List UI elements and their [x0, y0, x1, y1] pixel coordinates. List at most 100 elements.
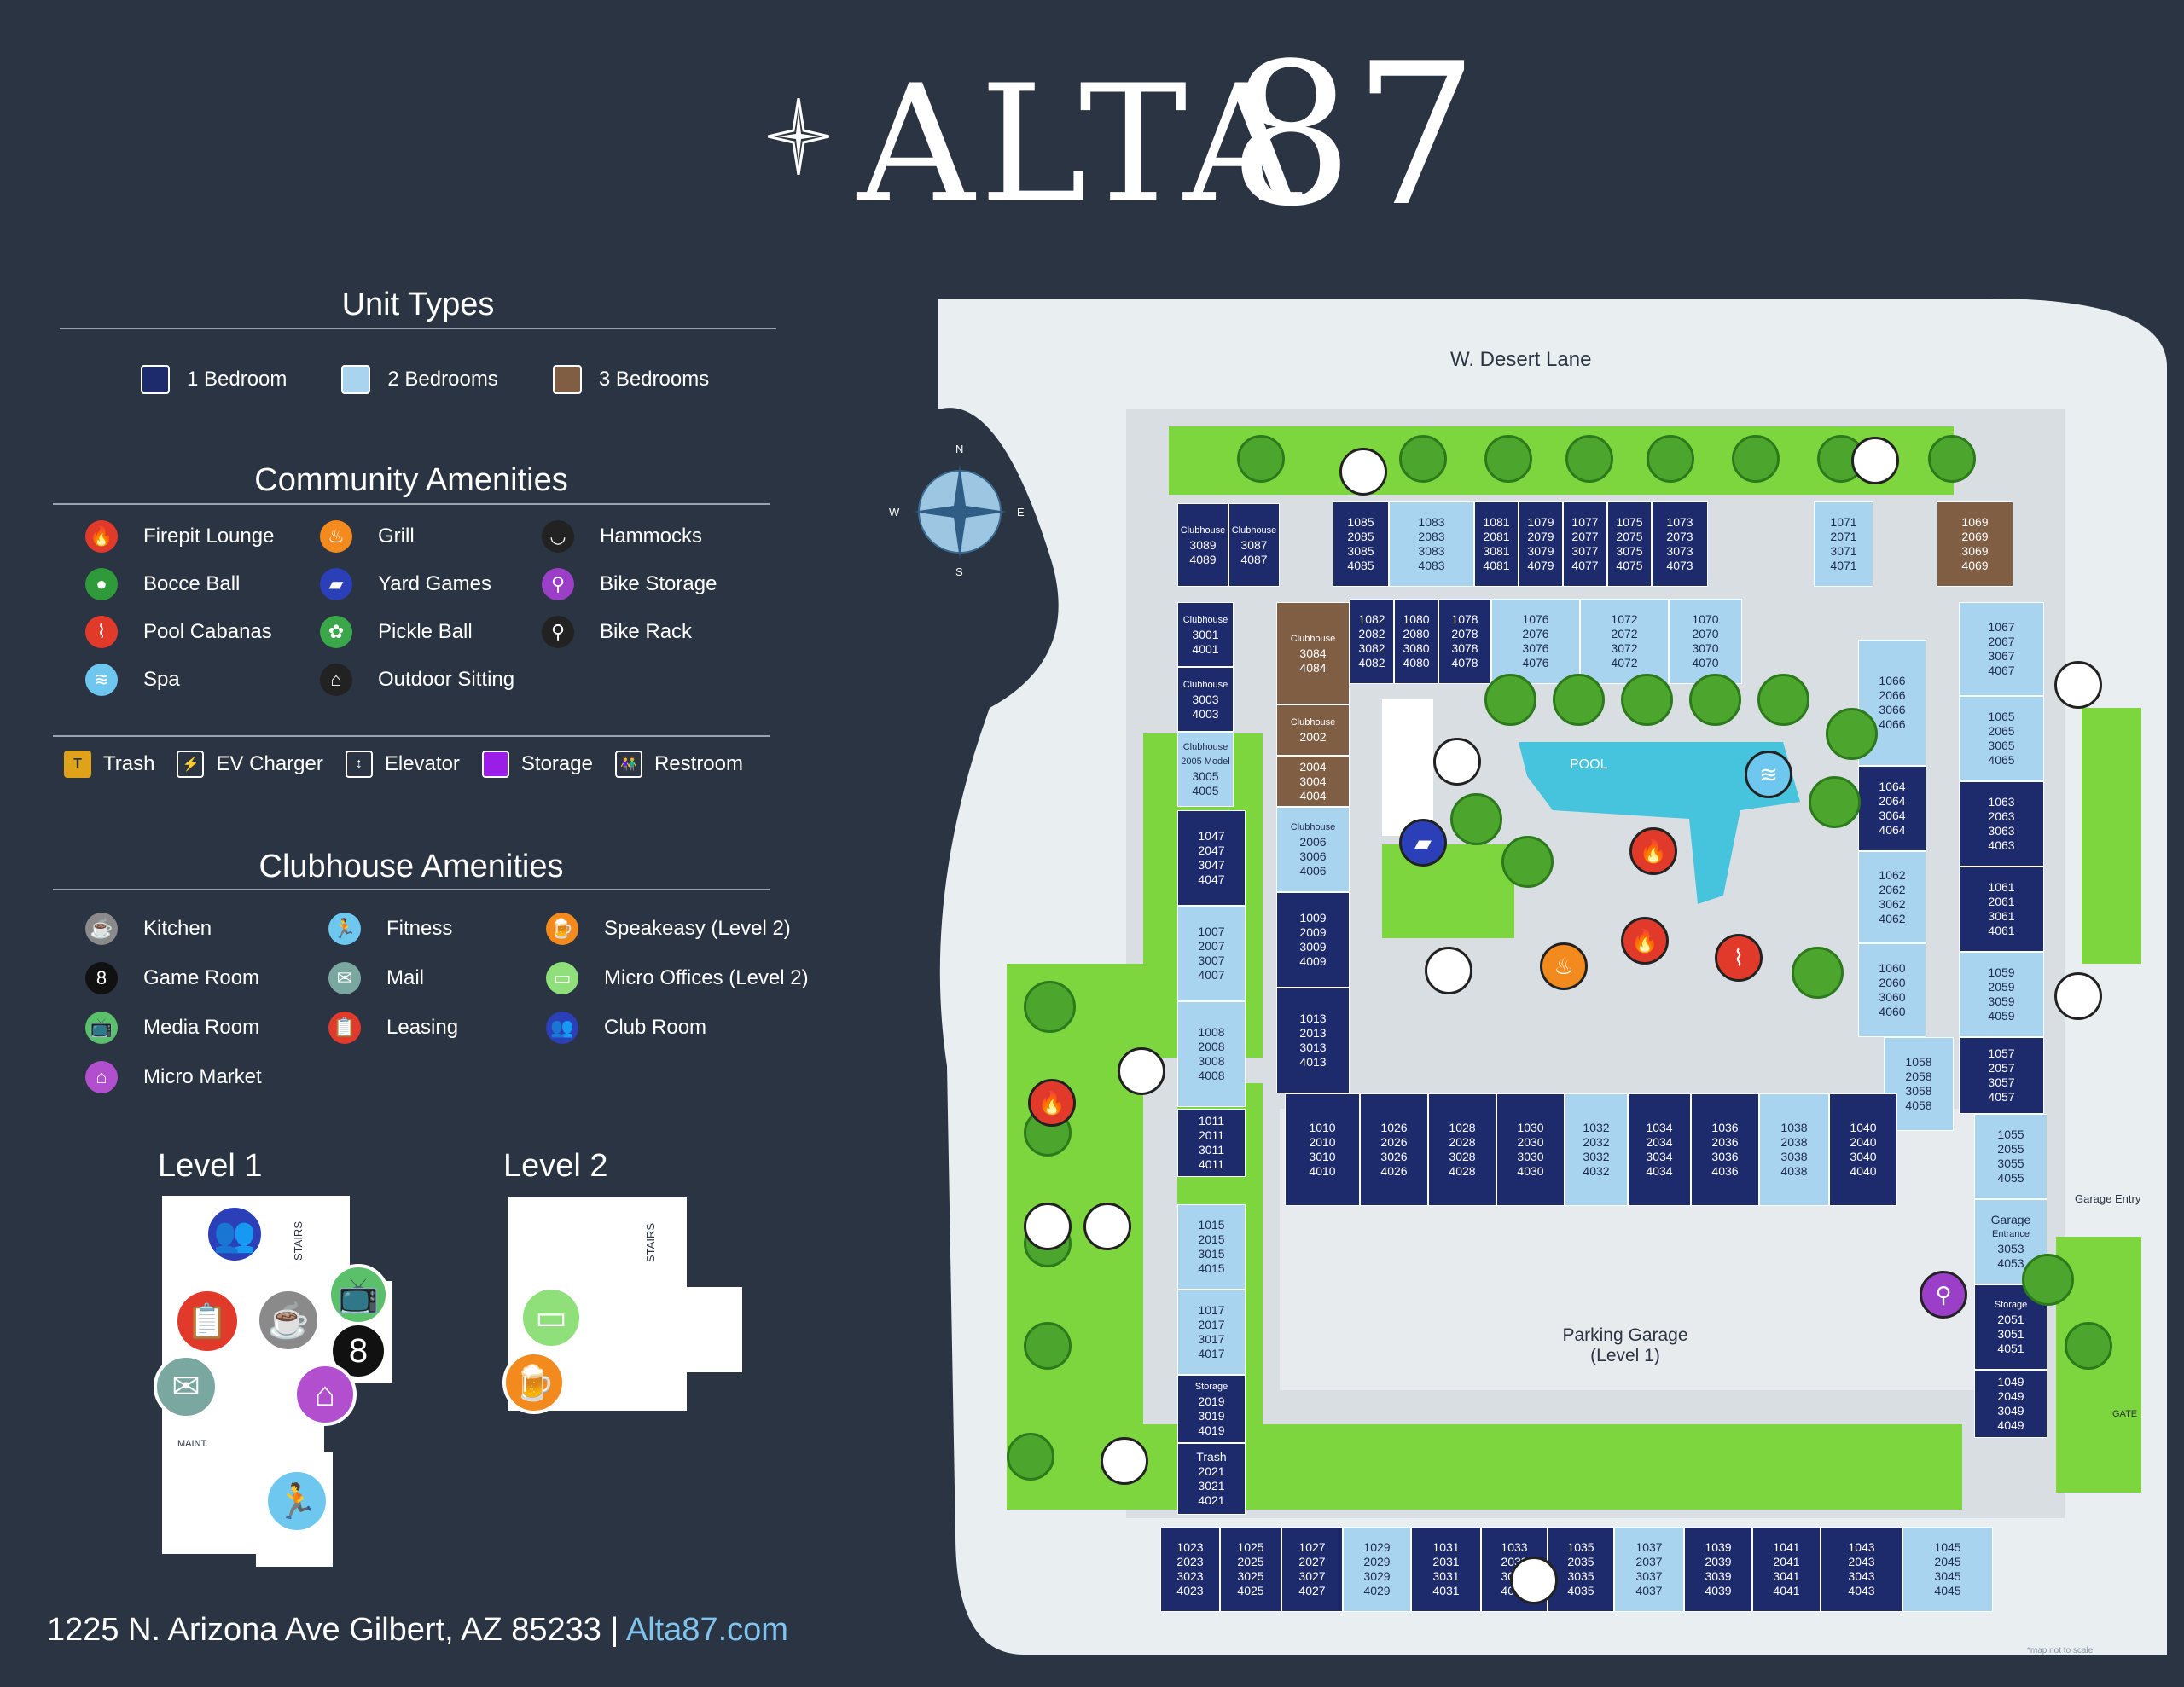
unit-number: 2061 — [1988, 895, 2015, 908]
outdoor-sitting-icon: ⌂ — [320, 664, 352, 696]
unit-number: 1065 — [1988, 710, 2015, 723]
unit-number: 3069 — [1961, 544, 1989, 558]
unit-number: 3003 — [1192, 692, 1219, 706]
unit-number: Clubhouse — [1231, 525, 1277, 536]
unit-number: 1034 — [1646, 1121, 1673, 1134]
bike-rack-icon: ⚲ — [2054, 661, 2102, 709]
unit-number: 1045 — [1934, 1540, 1961, 1554]
community-item: ✿Pickle Ball — [320, 616, 542, 648]
unit-number: 3053 — [1997, 1242, 2024, 1255]
brand-number: 87 — [1228, 22, 1478, 250]
unit-number: 4047 — [1198, 872, 1225, 886]
level2-title: Level 2 — [503, 1148, 608, 1184]
gate-label: GATE — [2112, 1409, 2138, 1419]
community-label: Firepit Lounge — [143, 525, 275, 548]
hammock-icon: ◡ — [542, 520, 574, 553]
community-label: Outdoor Sitting — [378, 668, 515, 691]
unit-number: Clubhouse — [1182, 614, 1228, 625]
community-label: Spa — [143, 668, 180, 691]
unit-number: 2037 — [1635, 1555, 1663, 1568]
bike-rack-icon: ⚲ — [542, 616, 574, 648]
clubhouse-title: Clubhouse Amenities — [258, 849, 564, 884]
unit-number: 1078 — [1451, 612, 1478, 626]
unit-number: 4005 — [1192, 784, 1219, 797]
unit-number: 3010 — [1309, 1150, 1336, 1163]
unit-number: 3025 — [1237, 1569, 1264, 1583]
unit-number: Clubhouse — [1290, 633, 1336, 644]
website-link[interactable]: Alta87.com — [625, 1612, 788, 1648]
unit-number: 2017 — [1198, 1318, 1225, 1331]
unit-number: 3066 — [1879, 703, 1906, 716]
clubhouse-item: ☕Kitchen — [85, 913, 328, 945]
unit-number: 3057 — [1988, 1075, 2015, 1089]
unit-number: 2043 — [1848, 1555, 1875, 1568]
